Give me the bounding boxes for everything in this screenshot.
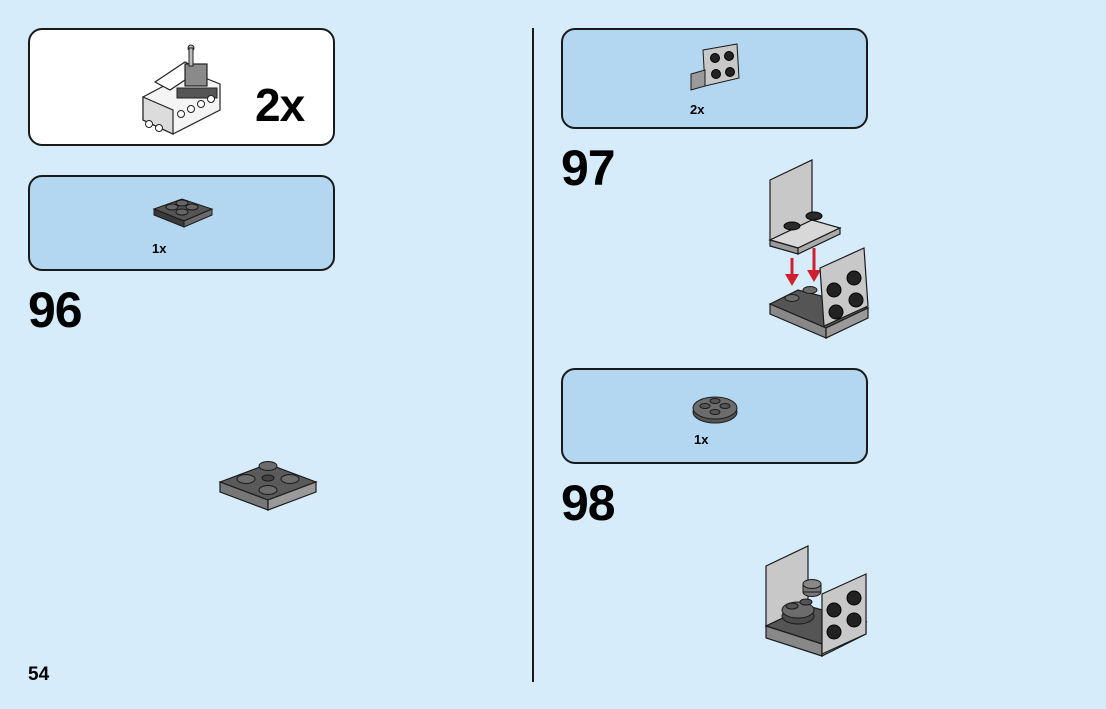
step-number-96: 96 (28, 282, 83, 338)
step-97-model-image (768, 159, 870, 339)
part-image-bracket (690, 43, 740, 91)
part-image-round-plate (692, 396, 738, 424)
part-quantity: 2x (690, 102, 705, 117)
part-quantity: 1x (694, 432, 709, 447)
step-number-98: 98 (561, 475, 616, 531)
step-96-parts-list: 1x (28, 175, 335, 271)
step-97-parts-list: 2x (561, 28, 868, 129)
step-number-97: 97 (561, 140, 616, 196)
page-divider (532, 28, 534, 682)
submodel-vehicle-image (142, 44, 221, 135)
step-96-model-image (218, 461, 318, 511)
part-quantity: 1x (152, 241, 167, 256)
step-98-parts-list: 1x (561, 368, 868, 464)
page-number: 54 (28, 664, 50, 685)
submodel-multiplier: 2x (255, 79, 305, 131)
part-image-dark-plate-2x2 (152, 198, 214, 228)
step-98-model-image (764, 545, 868, 657)
submodel-callout: 2x (28, 28, 335, 146)
